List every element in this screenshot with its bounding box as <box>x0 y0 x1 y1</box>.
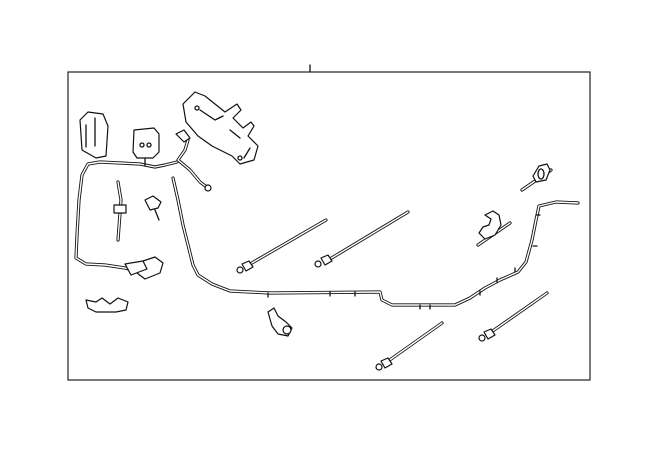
harness-branch-up <box>175 129 212 192</box>
wire-clip-bottom-left <box>85 297 129 313</box>
tie-strap-1 <box>236 218 328 274</box>
main-wiring-harness <box>171 176 580 310</box>
small-clip <box>144 195 162 221</box>
left-harness-branch <box>74 160 179 280</box>
connector-bracket <box>132 127 160 167</box>
mounting-bracket <box>182 91 259 165</box>
diagram-frame <box>67 71 591 381</box>
sensor-connector <box>267 307 293 337</box>
tie-strap-3 <box>375 321 444 371</box>
relay-bracket <box>79 111 109 159</box>
hook-clip-strap <box>476 210 512 247</box>
tie-strap-2 <box>314 210 410 268</box>
upright-tie-strap <box>113 180 127 242</box>
tie-strap-4 <box>478 291 549 342</box>
ring-clip-strap <box>520 163 553 192</box>
